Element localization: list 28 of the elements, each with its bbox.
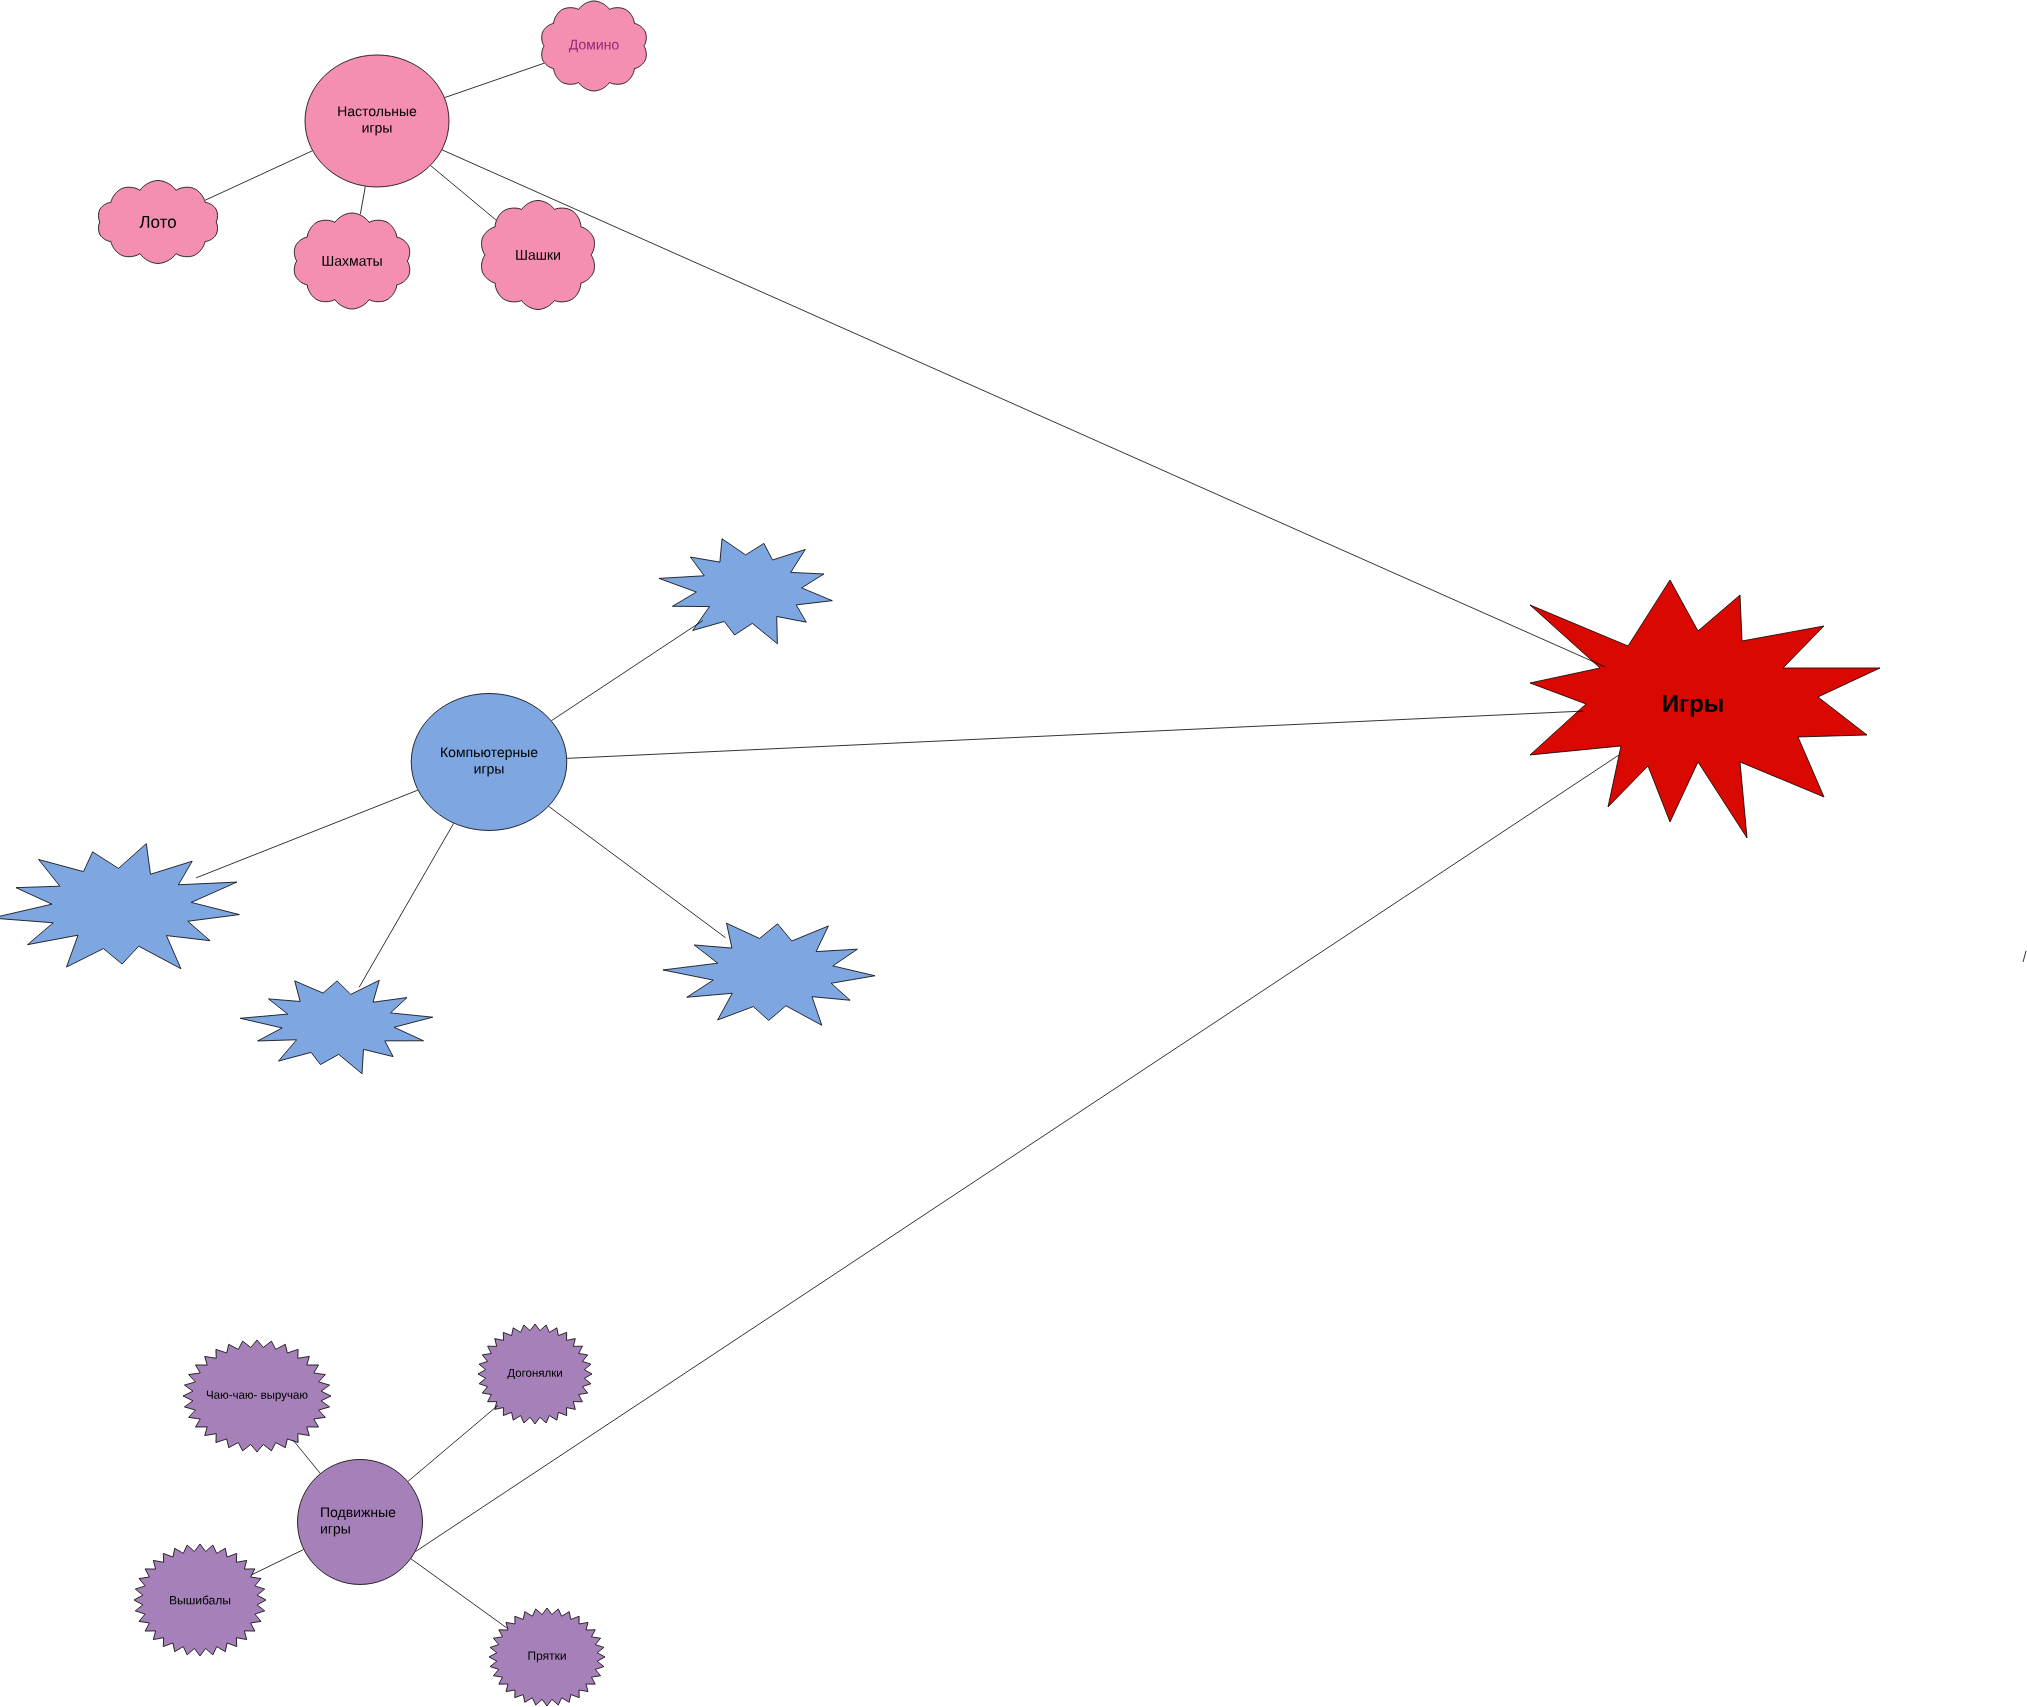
connector-line [444, 62, 545, 98]
connector-line [415, 754, 1620, 1552]
connector-line [430, 165, 497, 221]
connector-line [195, 789, 419, 879]
starburst: Догонялки [477, 1323, 593, 1425]
starburst [662, 922, 876, 1026]
connector-line [359, 186, 366, 215]
connector-line [251, 1549, 304, 1576]
starburst: Прятки [488, 1607, 606, 1707]
connector-line [407, 1404, 499, 1482]
connector-line [204, 150, 313, 201]
cloud-node: Шахматы [293, 212, 411, 310]
starburst [0, 843, 240, 970]
connector-line [566, 710, 1584, 759]
connector-line [548, 806, 726, 939]
cloud-node: Шашки [481, 200, 595, 310]
starburst: Игры [1529, 579, 1881, 839]
cloud-node: Лото [98, 180, 218, 264]
starburst: Чаю-чаю- выручаю [182, 1339, 332, 1453]
cloud-node: Домино [541, 0, 647, 92]
connector-line [292, 1439, 321, 1474]
starburst: Вышибалы [133, 1543, 267, 1657]
connector-line [358, 823, 454, 988]
starburst [658, 538, 833, 645]
starburst [239, 979, 434, 1075]
connector-line [410, 1558, 508, 1629]
connector-line [441, 149, 1606, 668]
connector-line [551, 620, 704, 721]
